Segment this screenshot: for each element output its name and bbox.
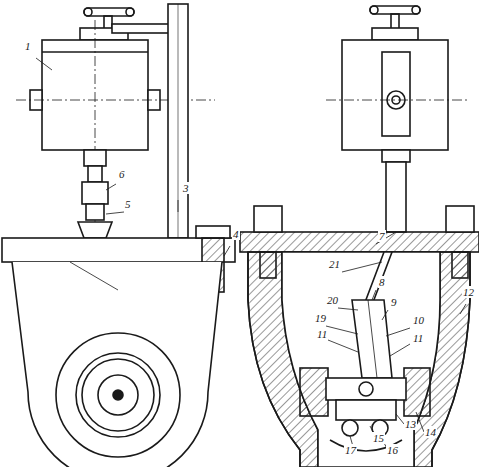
callout-number: 3 bbox=[182, 182, 190, 194]
callout-number: 9 bbox=[390, 296, 398, 308]
flange bbox=[2, 238, 235, 262]
callout-number: 15 bbox=[372, 432, 385, 444]
callout-number: 7 bbox=[378, 230, 386, 242]
motor-box bbox=[342, 40, 448, 150]
housing bbox=[12, 262, 222, 467]
neck bbox=[382, 150, 410, 162]
callout-number: 13 bbox=[404, 418, 417, 430]
callout-number: 11 bbox=[316, 328, 328, 340]
clamp bbox=[82, 182, 108, 204]
callout-number: 1 bbox=[24, 40, 32, 52]
arm bbox=[112, 24, 172, 33]
crosshead bbox=[326, 378, 406, 400]
callout-number: 11 bbox=[412, 332, 424, 344]
shaft-upper bbox=[386, 162, 406, 232]
callout-number: 14 bbox=[424, 426, 437, 438]
callout-number: 20 bbox=[326, 294, 339, 306]
callout-number: 4 bbox=[232, 228, 240, 240]
leader-lines bbox=[36, 58, 466, 450]
callout-number: 6 bbox=[118, 168, 126, 180]
callout-number: 21 bbox=[328, 258, 341, 270]
housing-wall bbox=[248, 252, 470, 467]
callout-number: 8 bbox=[378, 276, 386, 288]
nut bbox=[196, 226, 230, 238]
column-rod bbox=[168, 4, 188, 238]
lower-block bbox=[336, 400, 396, 420]
callout-number: 10 bbox=[412, 314, 425, 326]
callout-number: 16 bbox=[386, 444, 399, 456]
bolt-head bbox=[254, 206, 282, 232]
spindle bbox=[88, 166, 102, 182]
top-block bbox=[372, 28, 418, 40]
bearing bbox=[404, 368, 430, 416]
coupling bbox=[86, 204, 104, 220]
callout-number: 5 bbox=[124, 198, 132, 210]
callout-number: 12 bbox=[462, 286, 475, 298]
gland bbox=[78, 222, 112, 238]
cylinder bbox=[352, 300, 392, 378]
bearing bbox=[300, 368, 328, 416]
callout-number: 19 bbox=[314, 312, 327, 324]
bolt-head bbox=[446, 206, 474, 232]
callout-number: 17 bbox=[344, 444, 357, 456]
handwheel bbox=[370, 6, 420, 30]
cover-plate bbox=[240, 232, 479, 252]
window bbox=[382, 52, 410, 136]
drive-rod bbox=[364, 252, 392, 305]
neck bbox=[84, 150, 106, 166]
